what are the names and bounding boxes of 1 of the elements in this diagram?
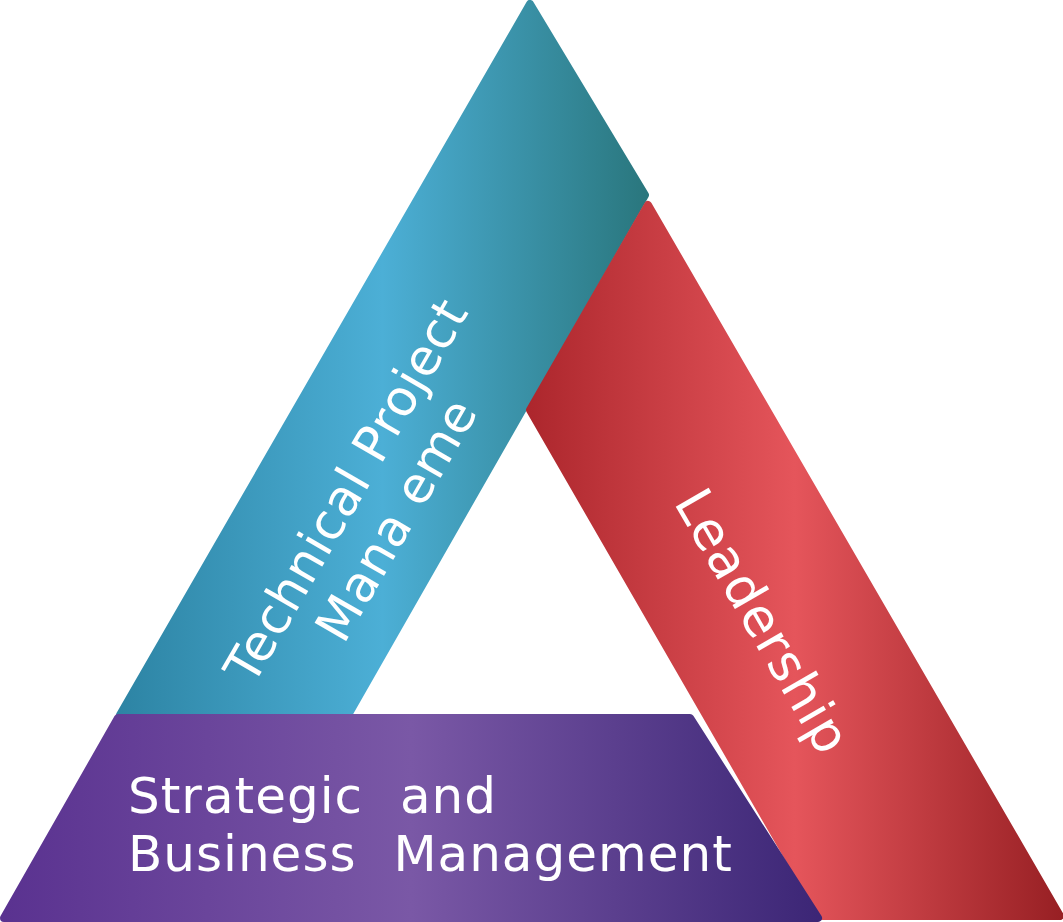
band-title: Strategic and Business Management <box>128 768 733 883</box>
